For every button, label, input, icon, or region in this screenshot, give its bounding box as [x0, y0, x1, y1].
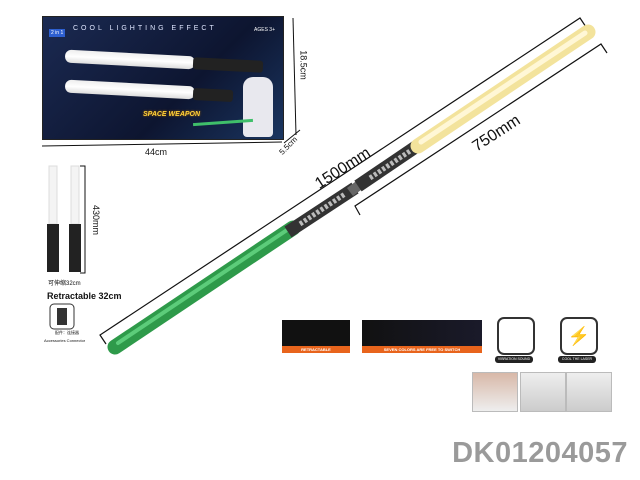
vibration-icon [497, 317, 535, 355]
single-saber-blade-2 [70, 165, 80, 225]
single-saber-blade-1 [48, 165, 58, 225]
retractable-cn-label: 可伸缩32cm [48, 281, 81, 287]
cool-laser-label: COOL THE LASER [558, 356, 596, 363]
package-logo: SPACE WEAPON [143, 111, 201, 118]
box-width-label: 44cm [145, 147, 168, 157]
single-length-label: 430mm [90, 204, 101, 235]
connect-step-2 [520, 372, 566, 412]
vibration-label: VIBRATION SOUND [495, 356, 533, 363]
connector-label: Accessories Connector [44, 338, 86, 343]
age-label: AGES 3+ [254, 27, 275, 33]
feature-seven-colors: SEVEN COLORS ARE FREE TO SWITCH [362, 320, 482, 353]
connect-step-3 [566, 372, 612, 412]
total-length-line [99, 17, 587, 345]
single-saber-hilt-1 [47, 224, 59, 272]
lightning-icon: ⚡ [560, 317, 598, 355]
package-title: COOL LIGHTING EFFECT [73, 25, 217, 32]
connect-step-1 [472, 372, 518, 412]
package-box: COOL LIGHTING EFFECT AGES 3+ 2 in 1 SPAC… [42, 16, 284, 140]
retractable-label: Retractable 32cm [47, 291, 122, 301]
robot-figure [243, 77, 273, 137]
single-saber-hilt-2 [69, 224, 81, 272]
two-in-one-badge: 2 in 1 [49, 29, 66, 37]
box-dimension-lines [41, 17, 301, 147]
product-code: DK01204057 [452, 437, 628, 469]
connector-cn-label: 配件：连接器 [55, 330, 79, 335]
half-length-line [354, 43, 608, 216]
feature-retractable: RETRACTABLE [282, 320, 350, 353]
